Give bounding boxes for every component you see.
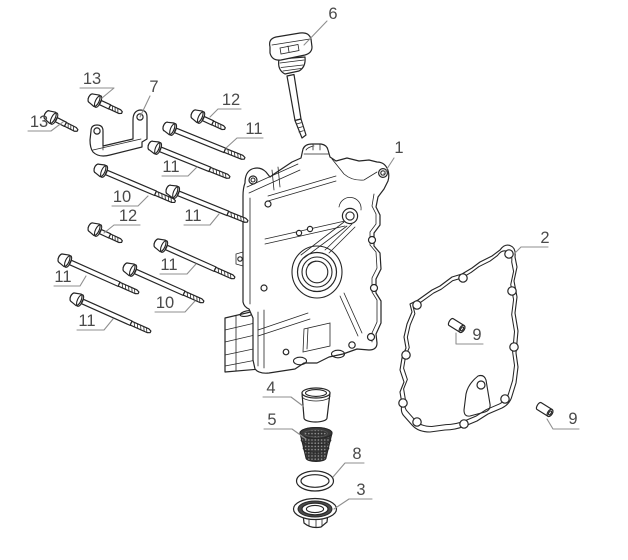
part-7-bracket — [89, 109, 148, 157]
part-9-dowel-pin — [534, 401, 555, 419]
callout-label-11: 11 — [78, 312, 95, 330]
callout-label-10: 10 — [113, 188, 131, 206]
part-12-bolt — [188, 106, 229, 135]
callout-11e: 11 — [53, 268, 87, 287]
callout-label-3: 3 — [356, 481, 365, 499]
callout-11f: 11 — [76, 312, 114, 331]
callout-1: 1 — [382, 139, 404, 176]
callout-9b: 9 — [546, 410, 580, 430]
callout-label-6: 6 — [328, 5, 337, 23]
callout-11b: 11 — [161, 158, 198, 177]
callout-label-12: 12 — [222, 91, 240, 109]
callout-10b: 10 — [154, 294, 196, 313]
callout-2: 2 — [513, 229, 550, 255]
callout-label-11: 11 — [54, 268, 71, 286]
callout-label-12: 12 — [119, 207, 137, 225]
part-11-bolt — [163, 182, 251, 228]
callout-9a: 9 — [455, 326, 484, 345]
callout-3: 3 — [333, 481, 373, 510]
dipstick-cap — [269, 32, 313, 61]
callout-5: 5 — [263, 411, 307, 440]
callout-label-2: 2 — [540, 229, 549, 247]
callout-label-11: 11 — [184, 207, 201, 225]
bearing-bore-rings — [291, 245, 343, 299]
callout-11d: 11 — [159, 256, 197, 275]
callout-label-11: 11 — [160, 256, 177, 274]
upper-boss-hole — [338, 197, 362, 225]
callouts: 6 1 2 9 9 4 5 8 — [27, 5, 580, 510]
callout-6: 6 — [303, 5, 338, 46]
callout-label-11: 11 — [162, 158, 179, 176]
cover-dipstick-boss — [303, 143, 330, 155]
callout-13b: 13 — [27, 113, 64, 132]
callout-label-11: 11 — [245, 120, 262, 138]
callout-label-8: 8 — [352, 445, 361, 463]
gasket-bolt-holes — [398, 249, 519, 429]
callout-label-13: 13 — [30, 113, 48, 131]
callout-label-4: 4 — [266, 379, 275, 397]
dipstick-neck — [278, 56, 306, 75]
cover-bolt-holes — [248, 168, 389, 356]
callout-label-7: 7 — [149, 78, 158, 96]
callout-12b: 12 — [103, 207, 141, 234]
callout-12a: 12 — [209, 91, 242, 118]
callout-label-1: 1 — [394, 139, 403, 157]
callout-4: 4 — [262, 379, 304, 407]
part-8-o-ring — [295, 470, 335, 492]
callout-label-13: 13 — [83, 70, 101, 88]
callout-label-9: 9 — [472, 326, 481, 344]
part-5-oil-strainer — [299, 426, 333, 463]
part-6-dipstick — [269, 32, 313, 139]
part-4-filler-neck — [301, 387, 331, 423]
part-1-crankcase-cover — [224, 143, 390, 374]
callout-10a: 10 — [111, 188, 149, 207]
part-3-filler-cap — [292, 497, 338, 529]
callout-label-10: 10 — [156, 294, 174, 312]
callout-label-5: 5 — [267, 411, 276, 429]
callout-13a: 13 — [79, 70, 115, 99]
gasket-drain-cutout — [463, 374, 491, 417]
callout-label-9: 9 — [568, 410, 577, 428]
callout-11c: 11 — [183, 207, 220, 226]
part-2-gasket — [398, 244, 519, 433]
callout-8: 8 — [332, 445, 365, 478]
callout-11a: 11 — [225, 120, 264, 149]
part-9-dowel-pin — [446, 317, 467, 335]
callout-7: 7 — [139, 78, 159, 118]
